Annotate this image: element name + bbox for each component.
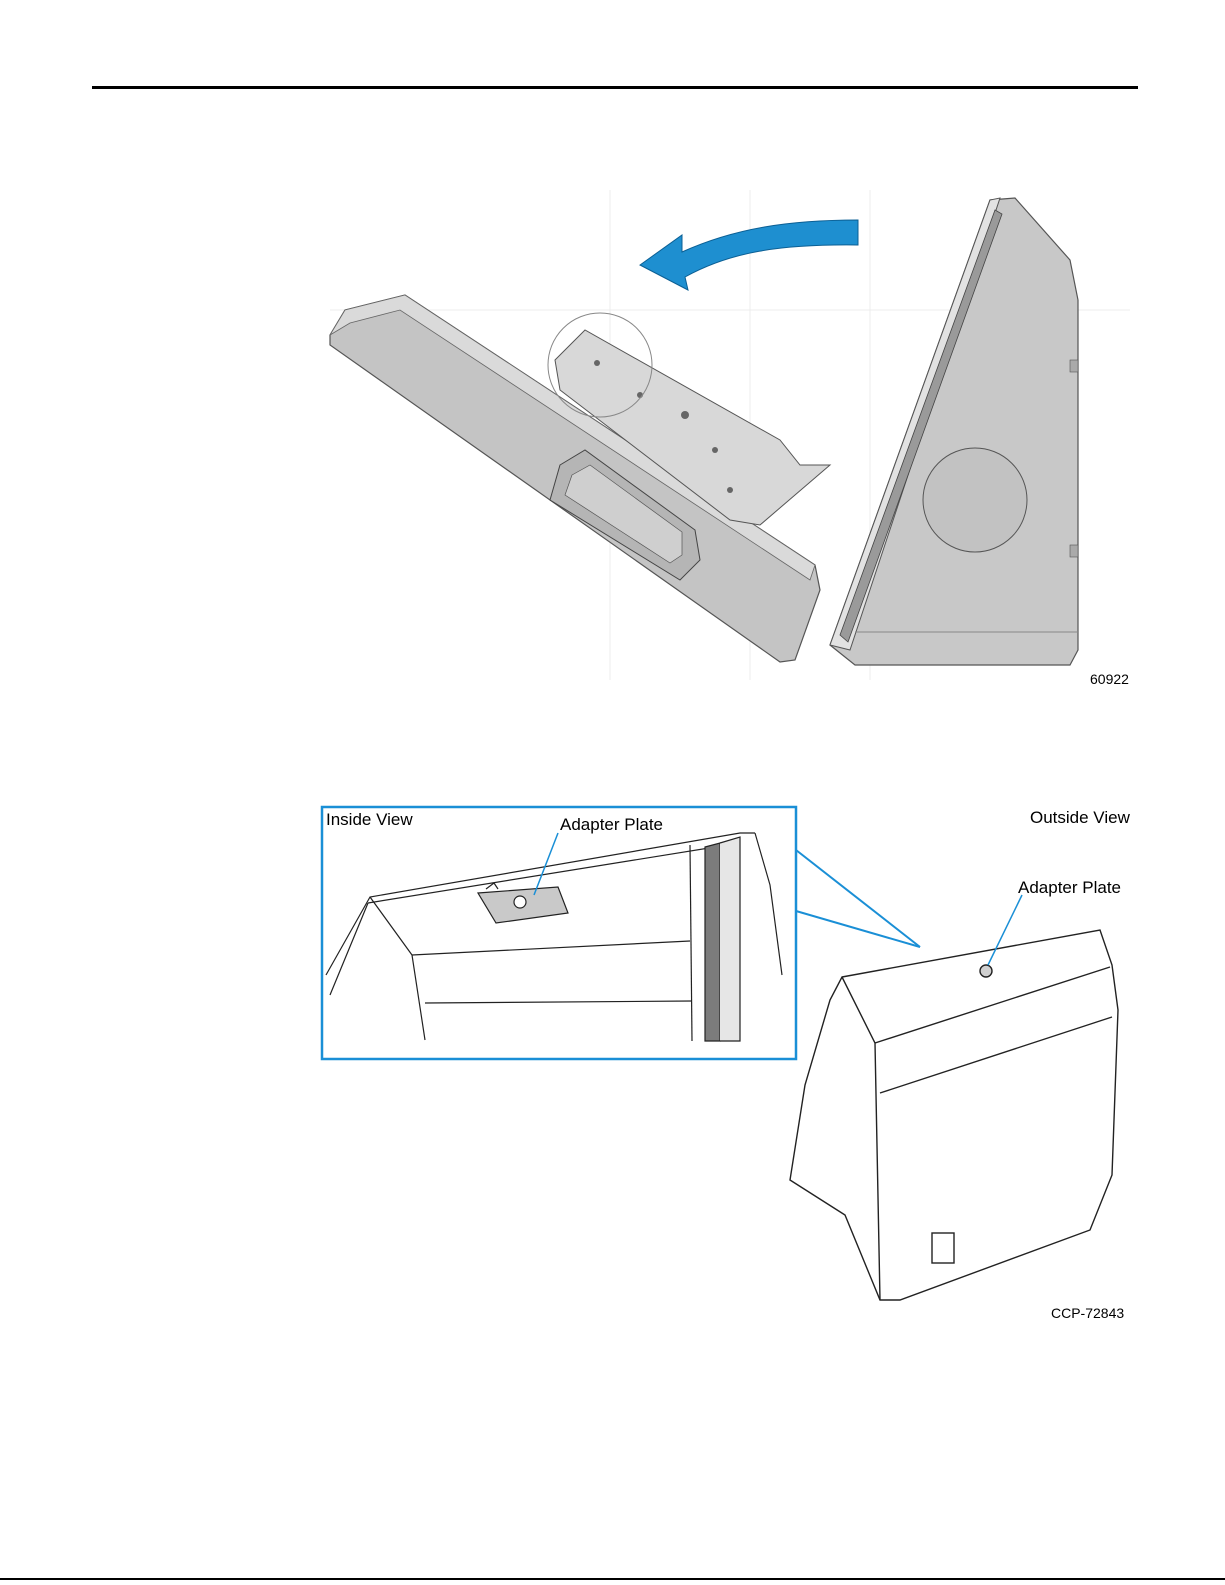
footer-rule — [0, 1578, 1225, 1580]
rotation-arrow-icon — [640, 220, 858, 290]
figure-adapter-plate — [300, 795, 1140, 1315]
figure-2-id: CCP-72843 — [1051, 1305, 1124, 1321]
figure-lid-opening — [310, 180, 1140, 690]
figure-1-id: 60922 — [1090, 671, 1129, 687]
outside-view-label: Outside View — [1030, 808, 1130, 828]
zoom-connector-lines — [796, 850, 920, 947]
header-rule — [92, 86, 1138, 89]
inside-adapter-plate-callout: Adapter Plate — [560, 815, 663, 835]
outside-adapter-plate-callout: Adapter Plate — [1018, 878, 1121, 898]
cabinet-body — [830, 198, 1078, 665]
inside-view-label: Inside View — [326, 810, 413, 830]
outside-view-drawing — [790, 930, 1118, 1300]
